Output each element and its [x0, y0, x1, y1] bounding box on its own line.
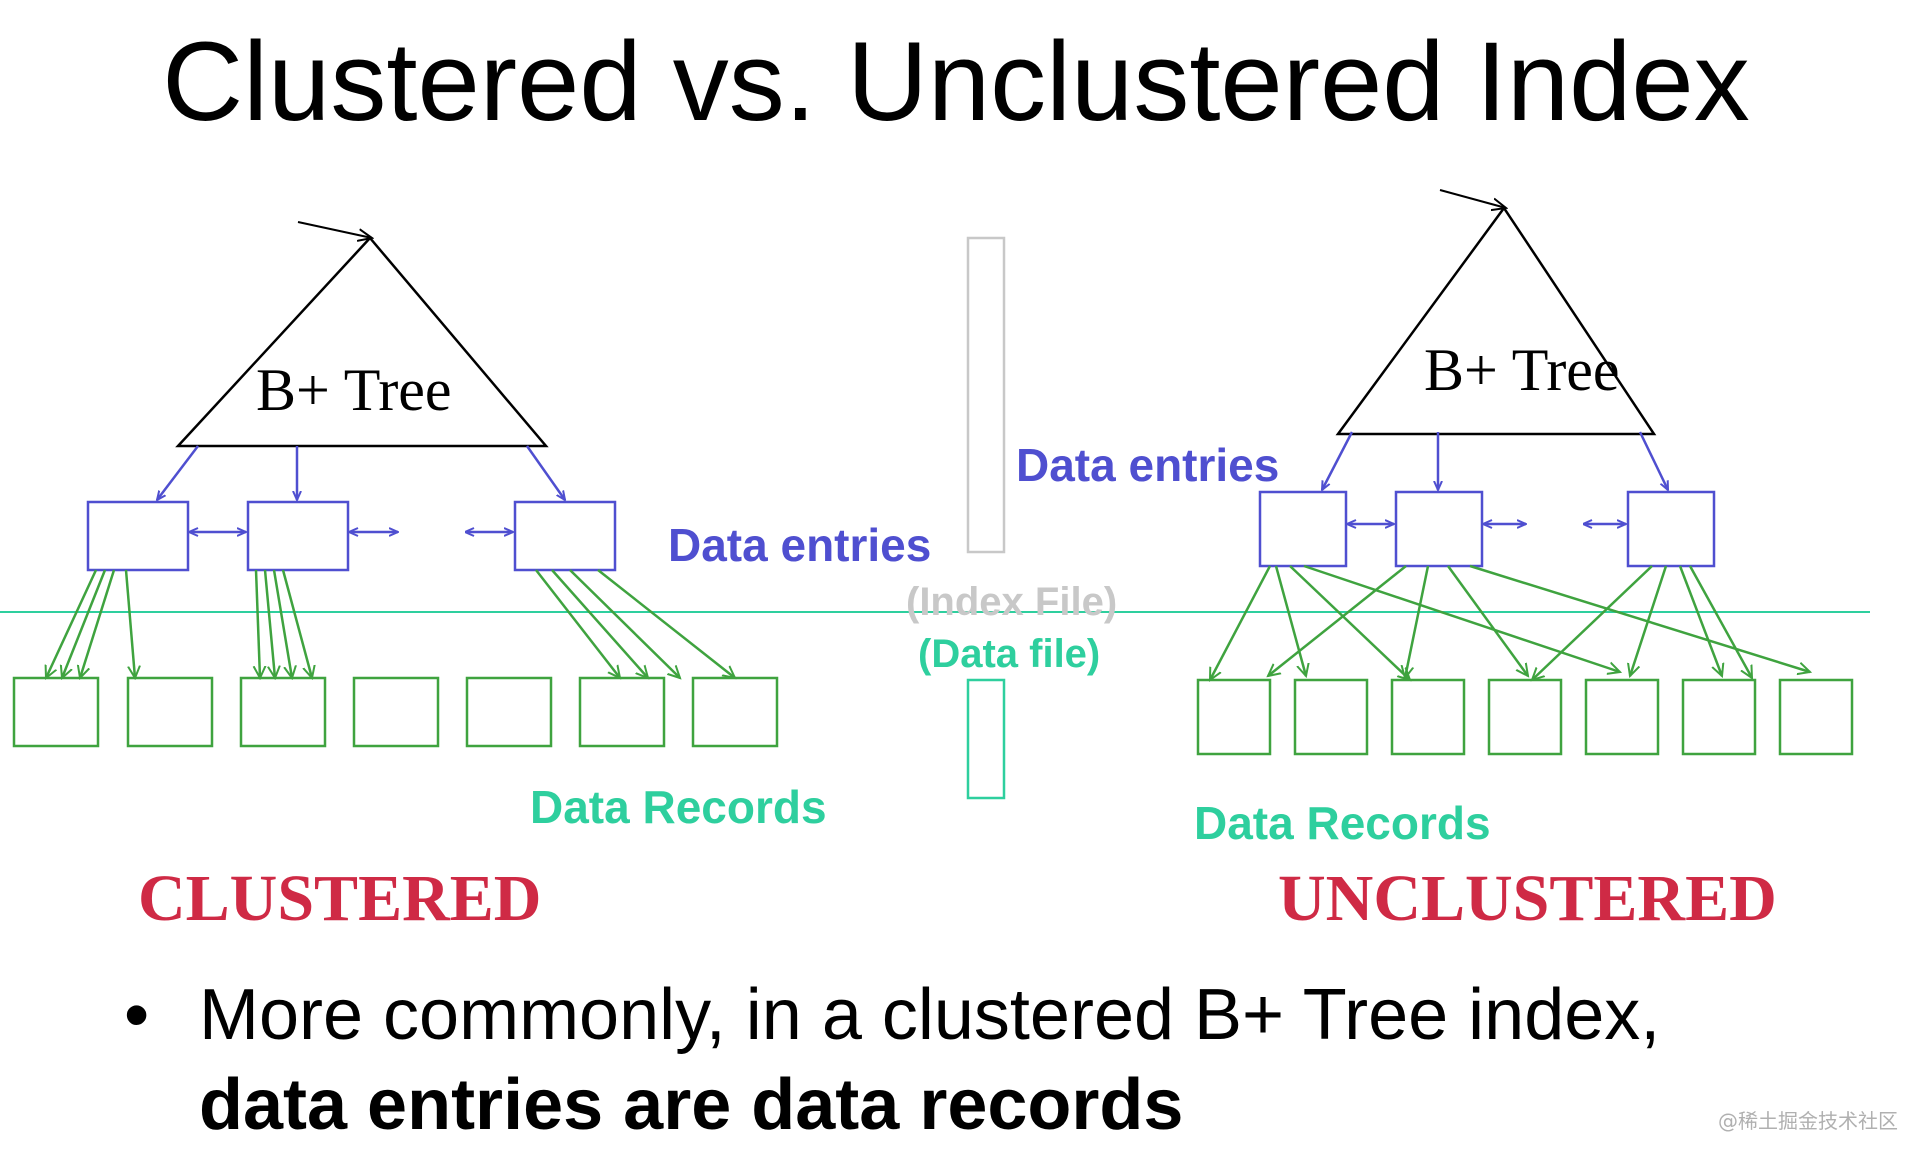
- bullet-line-2: data entries are data records: [199, 1065, 1184, 1145]
- entry-to-record-arrow: [62, 569, 107, 678]
- clustered-root-pointer: [297, 221, 372, 238]
- entry-to-record-arrow: [1688, 565, 1754, 678]
- unclustered-data-records-label: Data Records: [1194, 797, 1491, 849]
- entry-to-record-arrow: [124, 569, 135, 678]
- bullet-marker: •: [124, 975, 150, 1055]
- entry-to-record-arrow: [1289, 565, 1410, 680]
- tree-to-leaf-arrow: [1638, 431, 1670, 490]
- unclustered-tree-label: B+ Tree: [1424, 337, 1620, 403]
- entry-to-record-arrow: [1469, 564, 1810, 672]
- data-record: [1778, 678, 1854, 756]
- index-file-bar: [966, 236, 1006, 554]
- data-record: [465, 676, 553, 748]
- data-file-label: (Data file): [918, 632, 1101, 676]
- entry-to-record-arrow: [272, 569, 292, 678]
- data-entry-node: [1626, 490, 1716, 568]
- data-record: [239, 676, 327, 748]
- entry-to-record-arrow: [1405, 565, 1430, 678]
- data-record: [1584, 678, 1660, 756]
- bullet-line-1: More commonly, in a clustered B+ Tree in…: [199, 975, 1661, 1055]
- entry-to-record-arrow: [281, 569, 312, 678]
- clustered-diagram: [12, 221, 779, 748]
- clustered-data-records-label: Data Records: [530, 781, 827, 833]
- data-record: [578, 676, 666, 748]
- index-file-label: (Index File): [906, 580, 1118, 624]
- entry-to-record-arrow: [569, 569, 680, 678]
- data-record: [1293, 678, 1369, 756]
- entry-to-record-arrow: [1268, 565, 1407, 676]
- entry-to-record-arrow: [1446, 565, 1528, 676]
- data-record: [1681, 678, 1757, 756]
- data-record: [352, 676, 440, 748]
- entry-to-record-arrow: [1630, 565, 1668, 676]
- data-entry-node: [1258, 490, 1348, 568]
- entry-to-record-arrow: [1532, 565, 1653, 680]
- slide-title: Clustered vs. Unclustered Index: [162, 19, 1750, 144]
- entry-to-record-arrow: [1274, 565, 1306, 676]
- unclustered-root-pointer: [1439, 189, 1506, 208]
- entry-to-record-arrow: [1678, 565, 1722, 676]
- data-file-bar: [966, 678, 1006, 800]
- data-record: [1487, 678, 1563, 756]
- data-entry-node: [1394, 490, 1484, 568]
- clustered-caption: CLUSTERED: [138, 862, 542, 935]
- entry-to-record-arrow: [1303, 564, 1620, 672]
- data-record: [691, 676, 779, 748]
- watermark: @稀土掘金技术社区: [1718, 1109, 1898, 1133]
- clustered-data-entries-label: Data entries: [668, 519, 932, 571]
- entry-to-record-arrow: [256, 569, 260, 678]
- entry-to-record-arrow: [46, 569, 98, 678]
- data-entry-node: [513, 500, 617, 572]
- unclustered-btree-triangle: [1335, 205, 1657, 436]
- entry-to-record-arrow: [551, 569, 648, 678]
- tree-to-leaf-arrow: [525, 445, 565, 500]
- data-record: [1390, 678, 1466, 756]
- unclustered-data-entries-label: Data entries: [1016, 439, 1280, 491]
- entry-to-record-arrow: [1208, 565, 1272, 680]
- data-record: [1196, 678, 1272, 756]
- data-entry-node: [246, 500, 350, 572]
- unclustered-caption: UNCLUSTERED: [1278, 862, 1777, 935]
- entry-to-record-arrow: [263, 569, 275, 678]
- tree-to-leaf-arrow: [1322, 431, 1354, 490]
- entry-to-record-arrow: [535, 569, 620, 678]
- data-entry-node: [86, 500, 190, 572]
- entry-to-record-arrow: [80, 569, 116, 678]
- tree-to-leaf-arrow: [157, 445, 199, 500]
- data-record: [12, 676, 100, 748]
- data-record: [126, 676, 214, 748]
- unclustered-diagram: [1196, 189, 1854, 756]
- clustered-btree-triangle: [175, 236, 549, 448]
- clustered-tree-label: B+ Tree: [256, 357, 452, 423]
- entry-to-record-arrow: [597, 569, 735, 678]
